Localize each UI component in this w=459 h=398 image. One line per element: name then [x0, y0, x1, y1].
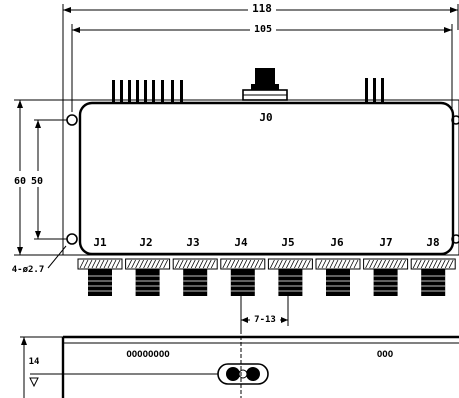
port-connector	[77, 258, 123, 296]
port-label: J1	[93, 236, 107, 249]
port-label: J3	[186, 236, 199, 249]
side-height-label: 14	[29, 357, 40, 367]
hole-note-label: 4-ø2.7	[12, 265, 45, 275]
height-outer-label: 60	[14, 176, 26, 187]
port-label: J4	[234, 236, 248, 249]
port-connector	[410, 258, 456, 296]
side-view-connector	[217, 330, 269, 398]
port-label: J6	[330, 236, 344, 249]
side-marking-right: OOO	[377, 350, 394, 360]
dimension-height-inner: 50	[30, 119, 67, 240]
connector-j0-label: J0	[259, 111, 272, 124]
dimension-height-outer: 60	[13, 99, 63, 256]
dimension-port-pitch: 7-13	[240, 296, 289, 332]
connector-j0: J0	[242, 68, 288, 124]
dimension-hole-spacing: 105	[71, 22, 453, 112]
pin-group-right	[365, 78, 384, 102]
side-marking-left: OOOOOOOO	[126, 350, 170, 360]
port-pitch-label: 7-13	[254, 315, 276, 325]
port-label: J2	[139, 236, 152, 249]
port-connector	[220, 258, 266, 296]
height-inner-label: 50	[31, 176, 43, 187]
housing-side-view: OOOOOOOO OOO	[61, 330, 459, 398]
port-connector	[363, 258, 409, 296]
port-label: J5	[281, 236, 294, 249]
port-label: J8	[426, 236, 439, 249]
hole-note: 4-ø2.7	[12, 245, 67, 275]
dimension-overall-width: 118	[62, 2, 459, 100]
pin-group-left	[112, 80, 183, 102]
port-label: J7	[379, 236, 392, 249]
port-connector	[315, 258, 361, 296]
port-connector	[267, 258, 313, 296]
port-connectors	[77, 258, 456, 296]
port-labels: J1 J2 J3 J4 J5 J6 J7 J8	[93, 236, 439, 249]
dimension-side-height: 14	[20, 336, 218, 398]
overall-width-label: 118	[252, 2, 272, 15]
port-connector	[125, 258, 171, 296]
housing-top-view	[62, 99, 459, 256]
hole-spacing-label: 105	[254, 24, 272, 35]
port-connector	[172, 258, 218, 296]
